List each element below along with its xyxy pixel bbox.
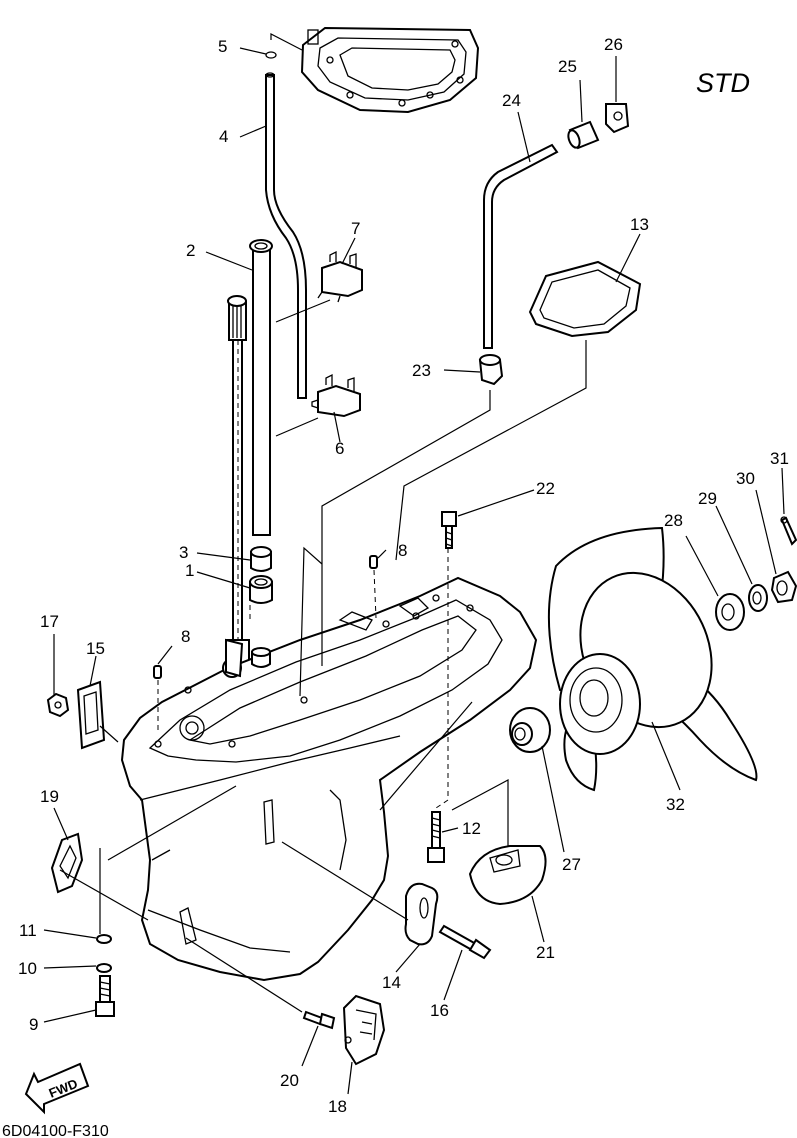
callout-27: 27 [562,855,581,874]
callout-22: 22 [536,479,555,498]
callout-20: 20 [280,1071,299,1090]
fwd-arrow-icon: FWD [24,1062,90,1115]
callout-23: 23 [412,361,431,380]
part-11-washer [96,934,112,944]
part-9-bolt [95,975,115,1017]
part-17-nut [46,692,70,718]
callout-17: 17 [40,612,59,631]
callout-8-upper: 8 [398,541,407,560]
part-29-washer [748,584,768,612]
part-31-cotter-pin [780,516,797,546]
callout-leaders [43,47,785,1095]
part-12-bolt [427,811,445,863]
callout-26: 26 [604,35,623,54]
part-30-nut [770,570,797,604]
callout-31: 31 [770,449,789,468]
part-32-propeller [547,526,758,792]
callout-16: 16 [430,1001,449,1020]
callout-10: 10 [18,959,37,978]
part-10-washer [96,963,112,973]
callout-12: 12 [462,819,481,838]
part-15-anode [76,680,106,750]
callout-21: 21 [536,943,555,962]
part-27-spacer [509,707,551,753]
lower-casing [120,576,538,982]
callout-1: 1 [185,561,194,580]
assembly-lines [59,340,587,1013]
variant-label: STD [696,68,750,98]
callout-14: 14 [382,973,401,992]
part-5-o-ring [265,51,277,59]
callout-6: 6 [335,439,344,458]
callout-19: 19 [40,787,59,806]
part-8-dowel-pin-2 [153,665,162,679]
part-6-grommet-clip [311,373,361,418]
callout-24: 24 [502,91,521,110]
part-7-grommet-clip [317,250,363,303]
callout-4: 4 [219,127,228,146]
part-8-dowel-pin [369,555,378,569]
part-24-water-tube [483,143,559,349]
callout-8-lower: 8 [181,627,190,646]
part-1-seal [249,575,273,604]
callout-labels: 1 2 3 4 5 6 7 8 8 9 10 11 12 13 14 15 16… [18,35,789,1116]
part-28-spacer [715,593,745,631]
part-19-cover [50,832,84,894]
callout-9: 9 [29,1015,38,1034]
part-25-grommet [567,120,600,150]
callout-2: 2 [186,241,195,260]
part-3-bushing [250,546,272,572]
part-22-bolt [441,511,457,549]
part-20-bolt [302,1010,336,1030]
callout-28: 28 [664,511,683,530]
part-18-anode [342,994,386,1066]
callout-18: 18 [328,1097,347,1116]
callout-13: 13 [630,215,649,234]
callout-11: 11 [19,921,37,940]
callout-7: 7 [351,219,360,238]
upper-cover-plate [300,26,480,114]
part-21-trim-tab [468,845,547,906]
part-2-shaft-tube [252,247,271,536]
callout-29: 29 [698,489,717,508]
callout-30: 30 [736,469,755,488]
part-23-grommet [478,354,504,386]
part-4-water-tube [265,74,307,399]
callout-25: 25 [558,57,577,76]
callout-32: 32 [666,795,685,814]
callout-15: 15 [86,639,105,658]
part-26-clip [605,103,630,134]
callout-5: 5 [218,37,227,56]
callout-3: 3 [179,543,188,562]
part-16-bolt [438,924,492,960]
part-13-seal-gasket [528,260,642,338]
part-14-anode [404,882,439,946]
figure-code: 6D04100-F310 [2,1123,109,1138]
